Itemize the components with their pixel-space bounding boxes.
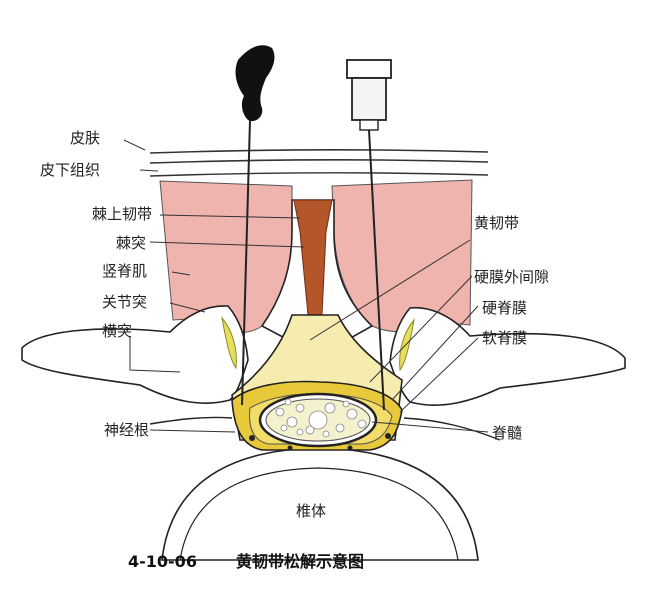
label-dura-mater: 硬脊膜 [482, 299, 527, 317]
label-subcutaneous: 皮下组织 [40, 161, 100, 179]
figure-title: 黄韧带松解示意图 [236, 552, 364, 571]
label-transverse-process: 横突 [102, 322, 132, 340]
nerve-roots [149, 416, 501, 441]
articular-process [221, 316, 415, 372]
label-spinal-cord: 脊髓 [492, 424, 522, 442]
leader-lines [123, 139, 489, 433]
label-spinous-process: 棘突 [116, 234, 146, 252]
label-nerve-root: 神经根 [104, 421, 149, 439]
label-ligamentum-flavum: 黄韧带 [474, 214, 519, 232]
label-articular-process: 关节突 [102, 293, 147, 311]
syringe [346, 59, 392, 411]
label-skin: 皮肤 [70, 129, 100, 147]
label-epidural-space: 硬膜外间隙 [474, 268, 549, 286]
needle-knife [235, 45, 275, 406]
transverse-processes [21, 305, 626, 406]
spinal-cord [249, 392, 391, 451]
label-vertebral-body: 椎体 [296, 502, 326, 520]
figure-caption: 4-10-06 黄韧带松解示意图 [128, 552, 364, 571]
erector-spinae-muscle [159, 179, 473, 333]
figure-number: 4-10-06 [128, 552, 197, 571]
label-supraspinous-ligament: 棘上韧带 [92, 205, 152, 223]
label-pia-mater: 软脊膜 [482, 329, 527, 347]
skin-layer [149, 149, 489, 177]
labels: 皮肤 皮下组织 棘上韧带 棘突 竖脊肌 关节突 横突 神经根 黄韧带 硬膜外间隙… [40, 129, 549, 520]
label-erector-spinae: 竖脊肌 [102, 262, 147, 280]
